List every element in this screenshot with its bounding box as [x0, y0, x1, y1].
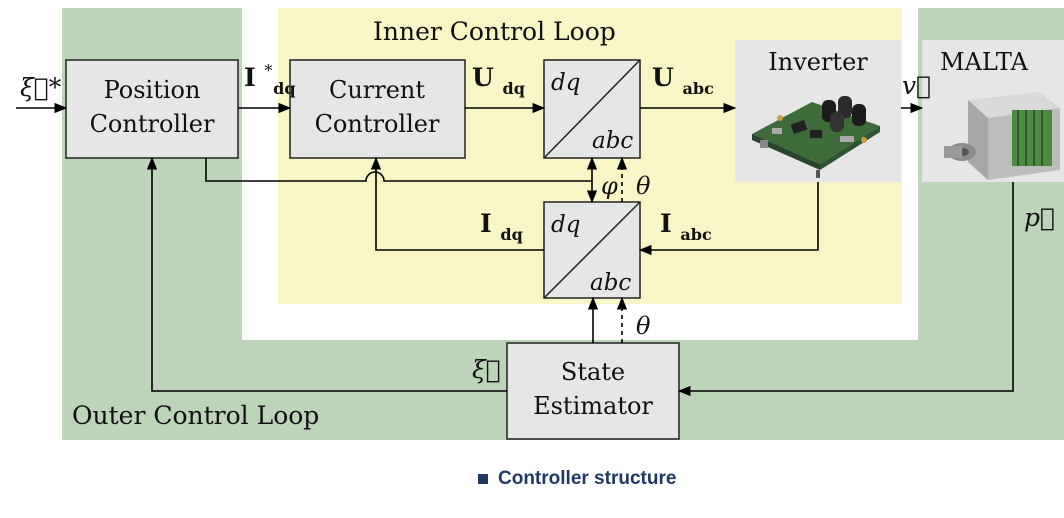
inverter-label: Inverter [768, 48, 868, 76]
signal-v: v⃗ [902, 71, 931, 100]
signal-idq-star-sup: * [264, 61, 272, 80]
caption-bullet-icon [478, 474, 488, 484]
outer-loop-title: Outer Control Loop [72, 401, 319, 430]
state-estimator-label-line1: State [561, 358, 625, 386]
signal-idq-sub: dq [500, 225, 522, 244]
signal-xi: ξ⃗ [472, 355, 501, 384]
malta-label: MALTA [940, 48, 1029, 76]
signal-idq-star-main: I [244, 63, 256, 92]
caption-text: Controller structure [498, 468, 676, 490]
inner-loop-title: Inner Control Loop [373, 17, 616, 46]
signal-theta-bottom: θ [636, 312, 651, 340]
transform-bottom-dq: dq [551, 212, 580, 238]
current-controller-label-line1: Current [329, 76, 425, 104]
position-controller-label-line2: Controller [90, 110, 215, 138]
position-controller-label-line1: Position [104, 76, 201, 104]
state-estimator-label-line2: Estimator [533, 392, 653, 420]
position-controller-block [66, 60, 238, 158]
signal-idq-star-sub: dq [273, 79, 295, 98]
current-controller-label-line2: Controller [315, 110, 440, 138]
signal-theta-top: θ [636, 172, 651, 200]
figure-caption: Controller structure [478, 468, 676, 490]
signal-idq-main: I [480, 209, 492, 238]
transform-top-dq: dq [551, 70, 580, 96]
transform-top-abc: abc [592, 128, 633, 154]
signal-iabc-main: I [660, 209, 672, 238]
signal-uabc-sub: abc [683, 79, 715, 98]
signal-p: p⃗ [1024, 203, 1055, 232]
signal-uabc-main: U [652, 63, 674, 92]
transform-bottom-abc: abc [590, 270, 631, 296]
signal-udq-main: U [472, 63, 494, 92]
current-controller-block [290, 60, 465, 158]
signal-udq-sub: dq [503, 79, 525, 98]
signal-iabc-sub: abc [680, 225, 712, 244]
signal-xi-star: ξ⃗* [20, 73, 62, 102]
signal-phi: φ [601, 172, 618, 200]
